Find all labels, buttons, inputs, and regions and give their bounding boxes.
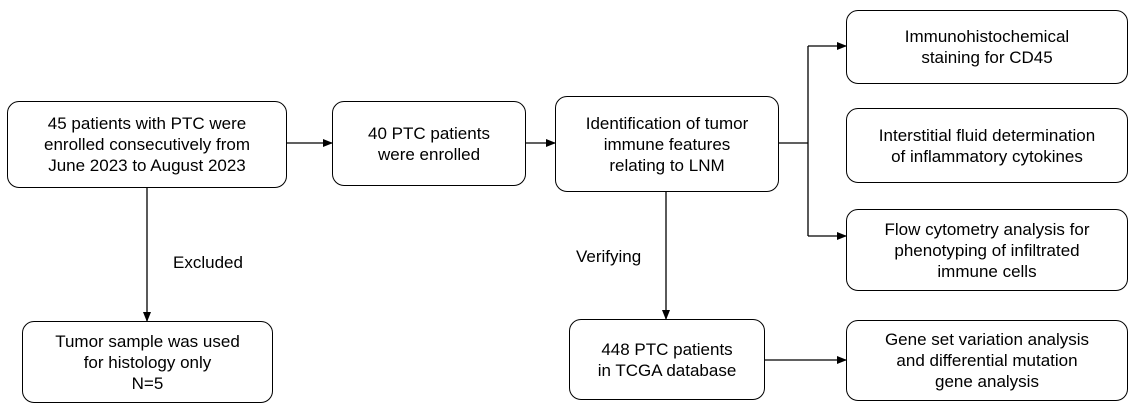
label-verifying: Verifying: [576, 247, 642, 266]
box-tcga-text: 448 PTC patients in TCGA database: [597, 339, 737, 380]
box-flow-cytometry-text: Flow cytometry analysis for phenotyping …: [884, 219, 1090, 281]
box-excluded-sample-text: Tumor sample was used for histology only…: [55, 331, 240, 393]
label-excluded: Excluded: [173, 253, 243, 272]
box-identification-text: Identification of tumor immune features …: [585, 113, 749, 175]
box-45-patients-enrolled-text: 45 patients with PTC were enrolled conse…: [44, 114, 250, 175]
box-interstitial-fluid-text: Interstitial fluid determination of infl…: [878, 125, 1096, 166]
box-40-patients-enrolled-text: 40 PTC patients were enrolled: [368, 123, 490, 164]
box-flow-cytometry: Flow cytometry analysis for phenotyping …: [846, 209, 1128, 291]
box-gene-set-variation: Gene set variation analysis and differen…: [846, 320, 1128, 401]
box-40-patients-enrolled: 40 PTC patients were enrolled: [332, 101, 526, 186]
box-excluded-sample: Tumor sample was used for histology only…: [22, 321, 273, 403]
box-immunohistochemical-text: Immunohistochemical staining for CD45: [904, 27, 1070, 67]
box-interstitial-fluid: Interstitial fluid determination of infl…: [846, 108, 1128, 183]
box-identification: Identification of tumor immune features …: [555, 96, 779, 192]
box-gene-set-variation-text: Gene set variation analysis and differen…: [884, 330, 1090, 391]
box-45-patients-enrolled: 45 patients with PTC were enrolled conse…: [7, 101, 287, 188]
box-immunohistochemical: Immunohistochemical staining for CD45: [846, 10, 1128, 84]
box-tcga: 448 PTC patients in TCGA database: [569, 319, 765, 400]
